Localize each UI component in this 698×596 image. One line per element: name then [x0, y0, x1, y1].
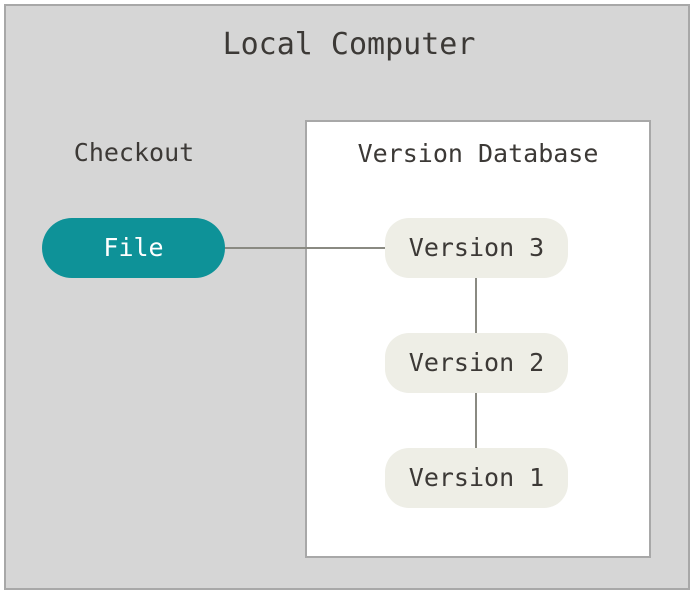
version-node-3[interactable]: Version 3 [385, 218, 568, 278]
version-node-2[interactable]: Version 2 [385, 333, 568, 393]
connector-file-to-version3 [222, 247, 388, 249]
file-node[interactable]: File [42, 218, 225, 278]
page-title: Local Computer [222, 27, 476, 62]
version-database-title: Version Database [357, 139, 599, 168]
checkout-label: Checkout [73, 138, 195, 167]
connector-version2-to-version1 [475, 393, 477, 448]
connector-version3-to-version2 [475, 278, 477, 333]
version-node-1[interactable]: Version 1 [385, 448, 568, 508]
